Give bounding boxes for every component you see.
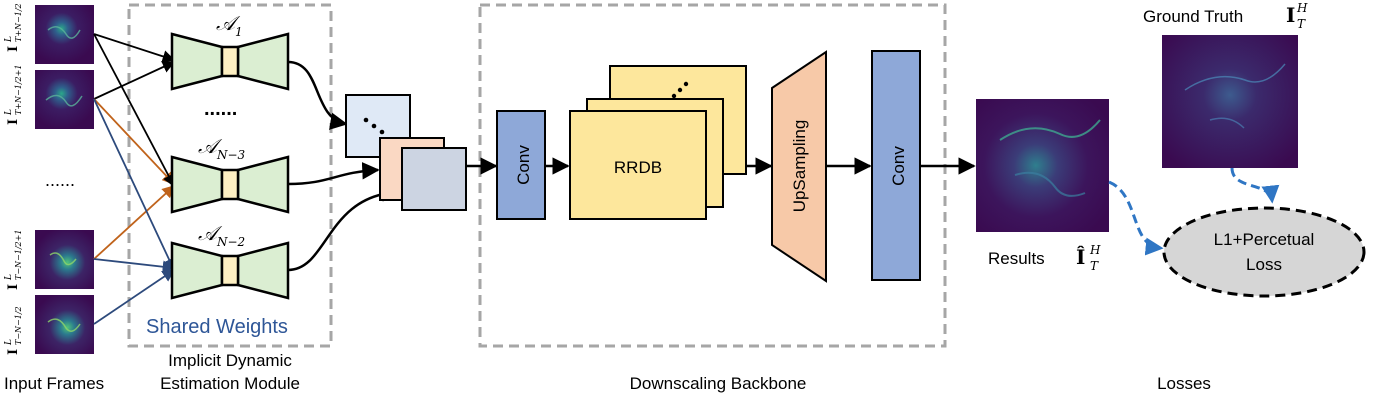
block-output-arrows xyxy=(287,60,400,272)
frame-label-3: I L T−N−1/2+1 xyxy=(4,230,23,290)
svg-text:T: T xyxy=(1297,17,1306,31)
block-label-2: 𝒜 N−3 xyxy=(198,134,246,162)
svg-text:I: I xyxy=(6,119,21,125)
input-arrows xyxy=(93,33,176,325)
conv-block-1: Conv xyxy=(496,110,546,220)
loss-ellipse: L1+Percetual Loss xyxy=(1162,206,1366,298)
svg-text:I: I xyxy=(6,284,21,290)
shared-weights-label: Shared Weights xyxy=(146,316,288,338)
svg-text:H: H xyxy=(1089,243,1101,257)
bowtie-block-1 xyxy=(170,32,290,91)
svg-text:RRDB: RRDB xyxy=(614,158,662,177)
svg-text:T: T xyxy=(1090,259,1099,273)
svg-text:I: I xyxy=(6,349,21,355)
block-label-3: 𝒜 N−2 xyxy=(198,221,245,249)
svg-text:L: L xyxy=(4,36,14,43)
svg-text:UpSampling: UpSampling xyxy=(790,120,809,213)
svg-text:Loss: Loss xyxy=(1246,255,1282,274)
ide-dots: ...... xyxy=(204,98,237,120)
input-frame-2 xyxy=(35,70,94,129)
rrdb-stack: RRDB xyxy=(569,65,747,220)
ground-truth-image xyxy=(1162,35,1298,168)
svg-text:T+N−1/2+1: T+N−1/2+1 xyxy=(14,65,23,115)
svg-text:Î: Î xyxy=(1076,245,1085,269)
svg-text:N−3: N−3 xyxy=(216,148,246,162)
ground-truth-label: Ground Truth I H T xyxy=(1143,1,1308,31)
input-frame-1 xyxy=(35,5,94,64)
svg-text:T−N−1/2+1: T−N−1/2+1 xyxy=(14,230,23,280)
svg-text:T+N−1/2: T+N−1/2 xyxy=(14,3,23,42)
results-to-loss-arrow xyxy=(1108,180,1164,256)
losses-label: Losses xyxy=(1157,374,1211,393)
svg-text:Conv: Conv xyxy=(889,146,908,186)
svg-text:L: L xyxy=(4,109,14,116)
input-frame-4 xyxy=(35,295,94,354)
svg-text:L1+Percetual: L1+Percetual xyxy=(1214,230,1315,249)
svg-text:1: 1 xyxy=(235,25,243,39)
svg-text:T−N−1/2: T−N−1/2 xyxy=(14,306,23,345)
input-frame-3 xyxy=(35,230,94,289)
ide-module-label-line2: Estimation Module xyxy=(160,374,300,393)
svg-text:I: I xyxy=(6,46,21,52)
results-label: Results Î H T xyxy=(988,243,1101,273)
input-frames-label: Input Frames xyxy=(4,374,104,393)
frame-label-1: I L T+N−1/2 xyxy=(4,3,23,52)
svg-text:Ground Truth: Ground Truth xyxy=(1143,7,1243,26)
svg-text:Conv: Conv xyxy=(514,145,533,185)
ide-module-label-line1: Implicit Dynamic xyxy=(168,351,292,370)
svg-text:L: L xyxy=(4,274,14,281)
frame-label-4: I T−N−1/2 L T−N−1/2 xyxy=(4,306,23,355)
bowtie-block-2 xyxy=(170,155,290,214)
backbone-box xyxy=(478,3,947,348)
svg-text:Results: Results xyxy=(988,249,1045,268)
upsampling-block: UpSampling xyxy=(771,50,827,283)
svg-text:H: H xyxy=(1296,1,1308,15)
svg-text:I: I xyxy=(1286,3,1295,27)
input-ellipsis: ...... xyxy=(45,170,75,190)
block-label-1: 𝒜 1 xyxy=(216,11,243,39)
bowtie-block-3 xyxy=(170,241,290,300)
feature-stack xyxy=(345,94,467,211)
results-image xyxy=(976,99,1109,232)
gt-to-loss-arrow xyxy=(1230,167,1280,204)
backbone-label: Downscaling Backbone xyxy=(630,374,807,393)
svg-text:N−2: N−2 xyxy=(216,235,245,249)
svg-text:L: L xyxy=(4,339,14,346)
conv-block-2: Conv xyxy=(871,50,921,281)
frame-label-2: I L T+N−1/2+1 xyxy=(4,65,23,125)
